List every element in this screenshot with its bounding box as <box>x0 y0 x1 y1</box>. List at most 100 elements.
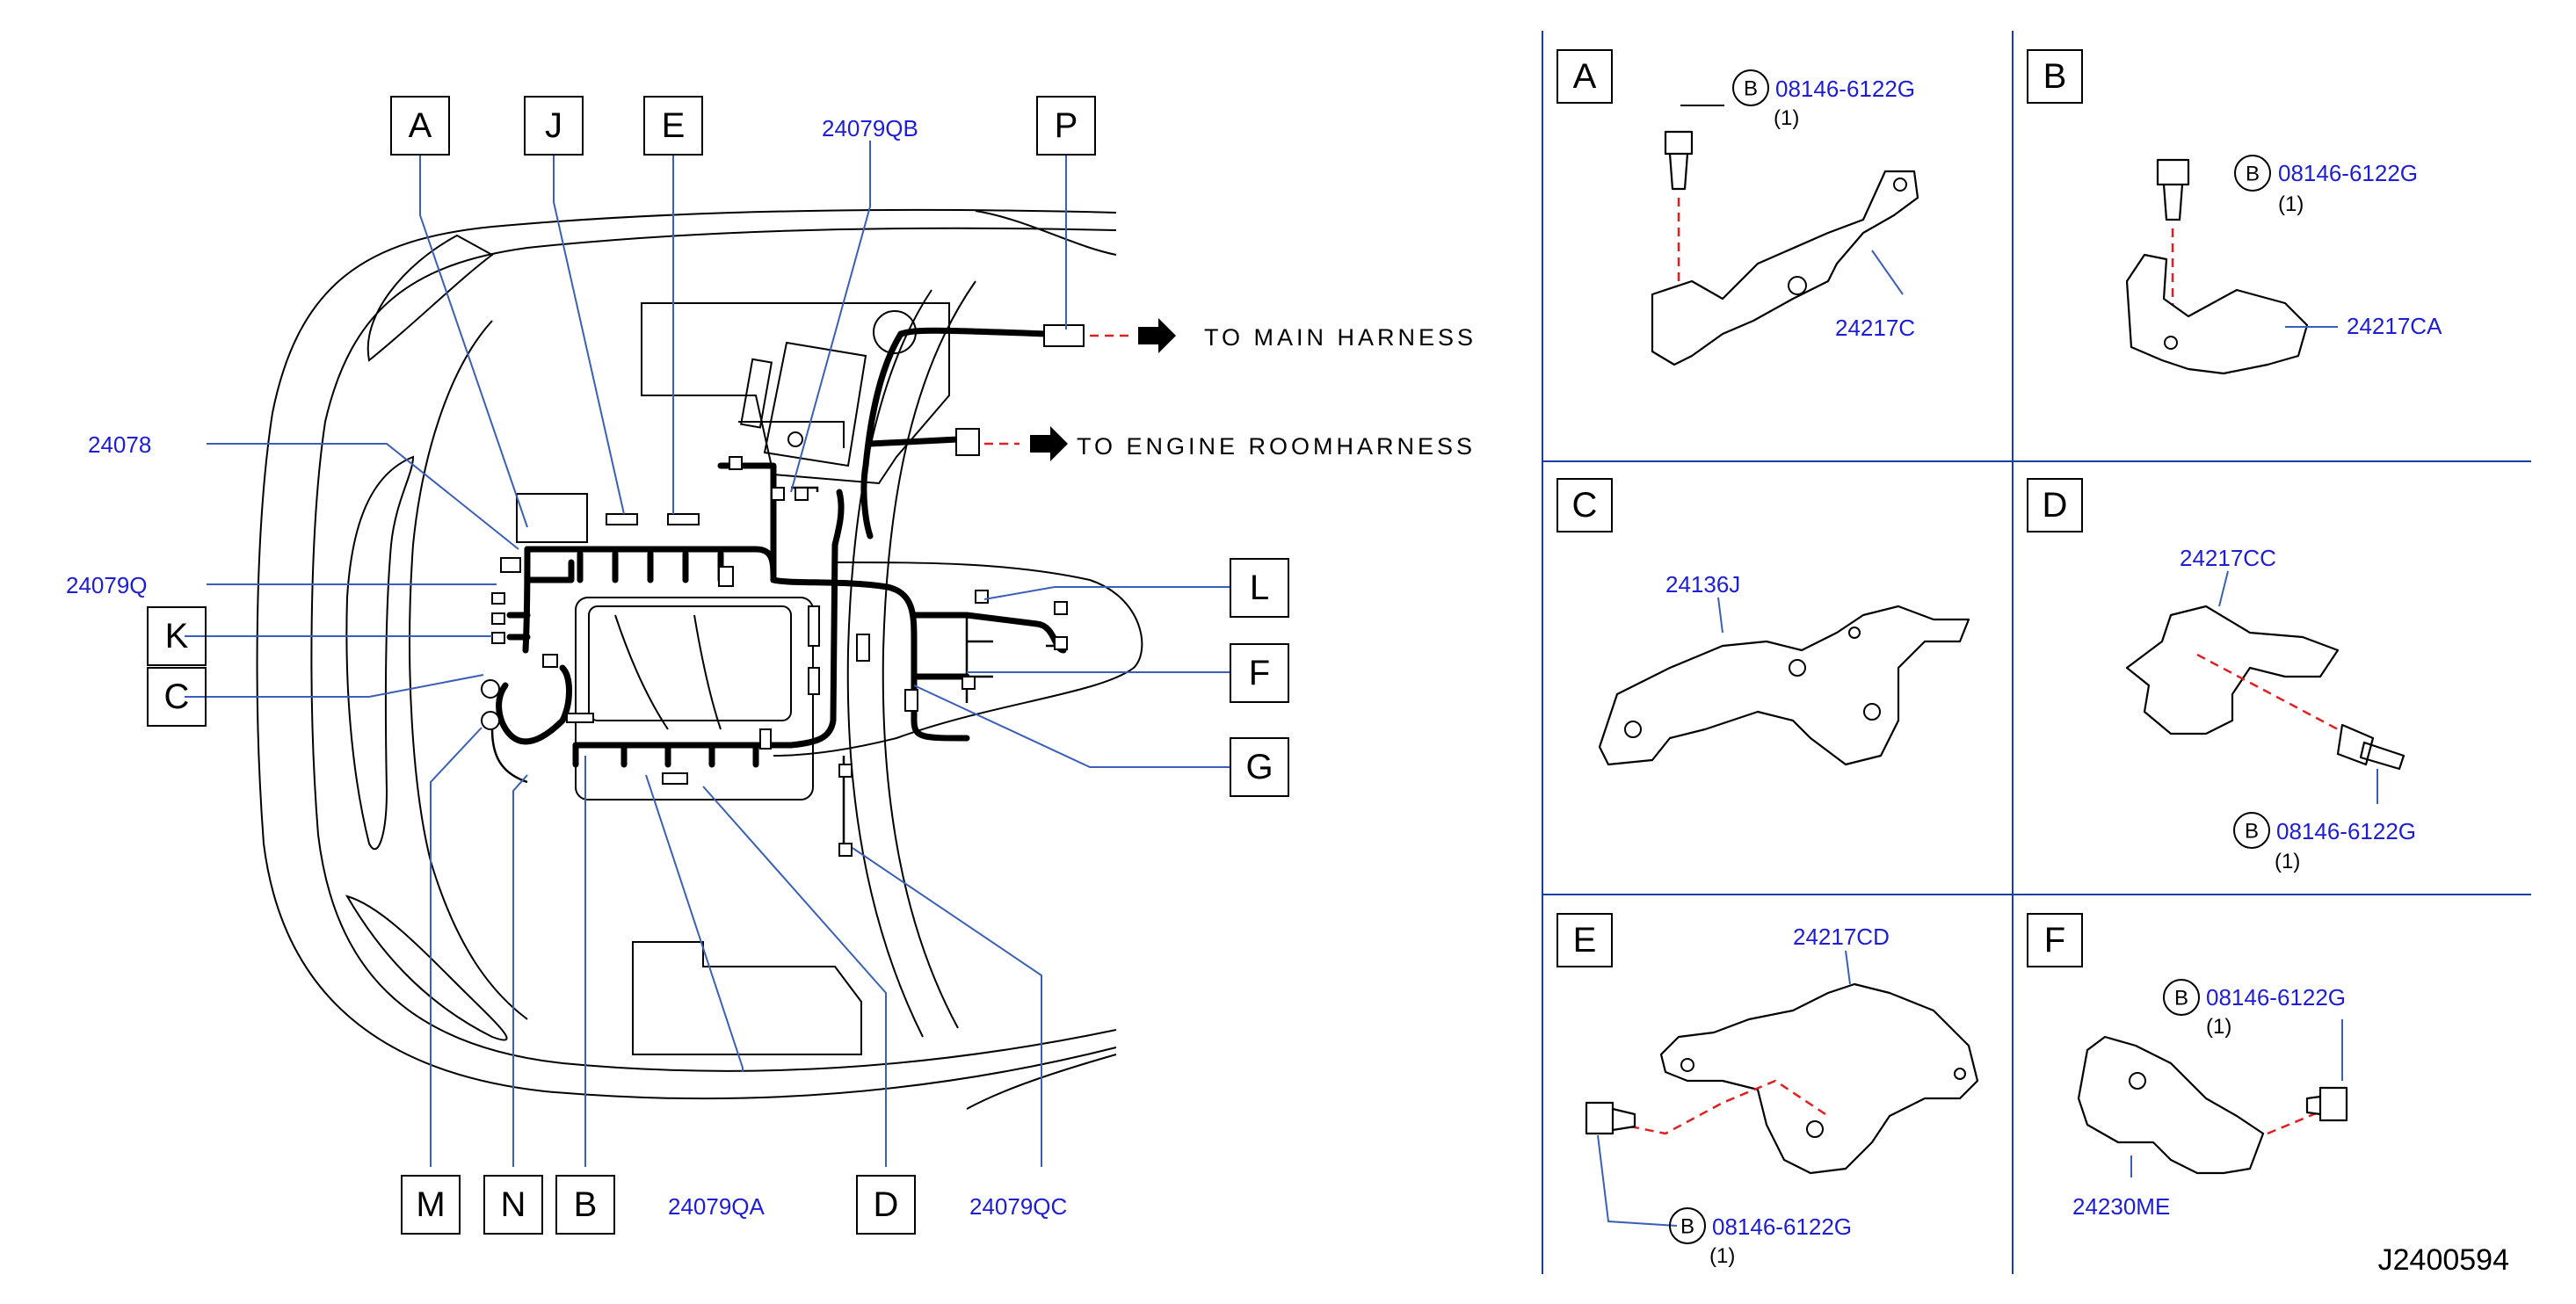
bolt-part-e: 08146-6122G <box>1712 1213 1852 1240</box>
detail-letter-box-e <box>1556 913 1613 967</box>
callout-box-l <box>1230 558 1289 618</box>
detail-letter-box-d <box>2027 478 2083 532</box>
callout-box-n <box>483 1175 543 1235</box>
callout-d: D <box>874 1185 899 1224</box>
callout-c: C <box>164 677 190 716</box>
callout-m: M <box>416 1185 445 1224</box>
bolt-part-d: 08146-6122G <box>2276 818 2416 844</box>
arrow-right-icon <box>1030 426 1068 461</box>
callout-a: A <box>409 106 432 145</box>
bracket-24217c-icon <box>1651 170 1919 366</box>
bolt-ref-a: B <box>1744 77 1758 101</box>
bracket-24230me-icon <box>2077 1035 2265 1175</box>
arrow-right-icon <box>1138 318 1176 353</box>
detail-f: F B 08146-6122G (1) 24230ME <box>2027 913 2348 1220</box>
bolt-ref-circle <box>1732 69 1769 106</box>
detail-letter-d: D <box>2043 486 2068 525</box>
callout-e: E <box>662 106 686 145</box>
detail-letter-box-b <box>2027 49 2083 104</box>
bolt-icon <box>2336 723 2405 771</box>
callout-box-e <box>643 96 703 156</box>
detail-letter-f: F <box>2044 921 2065 960</box>
bolt-part-b: 08146-6122G <box>2278 160 2418 186</box>
qty-e: (1) <box>1709 1244 1735 1268</box>
detail-d: D 24217CC B 08146-6122G (1) <box>2027 478 2416 873</box>
detail-e: E 24217CD B 08146-6122G (1) <box>1556 913 1979 1268</box>
callout-box-b <box>555 1175 615 1235</box>
bracket-24136j-icon <box>1598 605 1970 766</box>
bracket-part-e: 24217CD <box>1793 924 1890 950</box>
callout-right: L F G <box>1230 558 1289 797</box>
callout-b: B <box>574 1185 598 1224</box>
bolt-ref-e: B <box>1680 1215 1694 1239</box>
bolt-ref-circle <box>2163 979 2200 1016</box>
bracket-part-d: 24217CC <box>2180 545 2276 571</box>
bracket-24217cd-icon <box>1659 982 1979 1175</box>
detail-c: C 24136J <box>1556 478 1970 766</box>
part-24079qa: 24079QA <box>668 1193 766 1220</box>
bolt-ref-b: B <box>2246 163 2260 186</box>
bolt-ref-circle <box>1669 1207 1706 1244</box>
detail-letter-box-f <box>2027 913 2083 967</box>
callout-box-k <box>147 606 207 666</box>
bolt-icon <box>1585 1101 1636 1135</box>
bracket-part-a: 24217C <box>1835 315 1915 341</box>
bolt-part-a: 08146-6122G <box>1775 76 1915 102</box>
callout-box-p <box>1036 96 1096 156</box>
bolt-part-f: 08146-6122G <box>2206 984 2346 1011</box>
callout-k: K <box>165 617 189 656</box>
callout-f: F <box>1249 654 1270 692</box>
engine-block <box>516 493 814 801</box>
wiring-harness <box>496 327 1067 768</box>
harness-arrows: TO MAIN HARNESS TO ENGINE ROOMHARNESS <box>955 318 1477 461</box>
bolt-ref-d: B <box>2245 820 2259 844</box>
callout-box-c <box>147 667 207 727</box>
detail-letter-box-c <box>1556 478 1613 532</box>
callout-box-f <box>1230 643 1289 703</box>
bracket-part-c: 24136J <box>1665 571 1740 598</box>
main-part-numbers: 24079QB 24078 24079Q 24079QA 24079QC <box>66 115 1067 1220</box>
qty-b: (1) <box>2278 192 2304 216</box>
to-main-harness-label: TO MAIN HARNESS <box>1204 324 1477 351</box>
detail-letter-a: A <box>1573 57 1597 96</box>
bolt-icon <box>1664 130 1694 191</box>
bolt-ref-circle <box>2233 812 2270 849</box>
bracket-part-b: 24217CA <box>2347 313 2442 339</box>
detail-grid <box>1542 31 2531 1274</box>
drawing-code: J2400594 <box>2378 1243 2509 1277</box>
qty-a: (1) <box>1774 106 1799 130</box>
callout-box-m <box>401 1175 461 1235</box>
vehicle-outline <box>256 208 1143 1110</box>
part-24079q: 24079Q <box>66 572 148 598</box>
part-24079qc: 24079QC <box>969 1193 1067 1220</box>
detail-letter-c: C <box>1572 486 1598 525</box>
bracket-part-f: 24230ME <box>2072 1193 2170 1220</box>
callout-l: L <box>1250 569 1269 607</box>
detail-letter-e: E <box>1573 921 1597 960</box>
to-engine-harness-label: TO ENGINE ROOMHARNESS <box>1077 433 1476 460</box>
callout-left: K C <box>147 606 207 727</box>
detail-a: A B 08146-6122G (1) 24217C <box>1556 49 1919 366</box>
part-24078: 24078 <box>88 431 151 458</box>
callout-bottom: M N B D <box>401 1175 916 1235</box>
callout-top: A J E P <box>390 96 1096 156</box>
connectors <box>481 324 1085 857</box>
detail-letter-b: B <box>2043 57 2067 96</box>
callout-box-j <box>524 96 584 156</box>
callout-j: J <box>545 106 562 145</box>
bracket-24217cc-icon <box>2125 605 2340 735</box>
callout-box-g <box>1230 737 1289 797</box>
qty-f: (1) <box>2206 1015 2231 1039</box>
callout-box-a <box>390 96 450 156</box>
bolt-ref-circle <box>2234 155 2271 192</box>
bracket-24217ca-icon <box>2125 253 2309 375</box>
callout-n: N <box>501 1185 526 1224</box>
qty-d: (1) <box>2275 850 2300 873</box>
callout-g: G <box>1245 748 1273 786</box>
bolt-icon <box>2305 1086 2348 1122</box>
callout-box-d <box>856 1175 916 1235</box>
detail-b: B B 08146-6122G (1) 24217CA <box>2027 49 2442 375</box>
bolt-icon <box>2156 158 2190 221</box>
detail-letter-box-a <box>1556 49 1613 104</box>
